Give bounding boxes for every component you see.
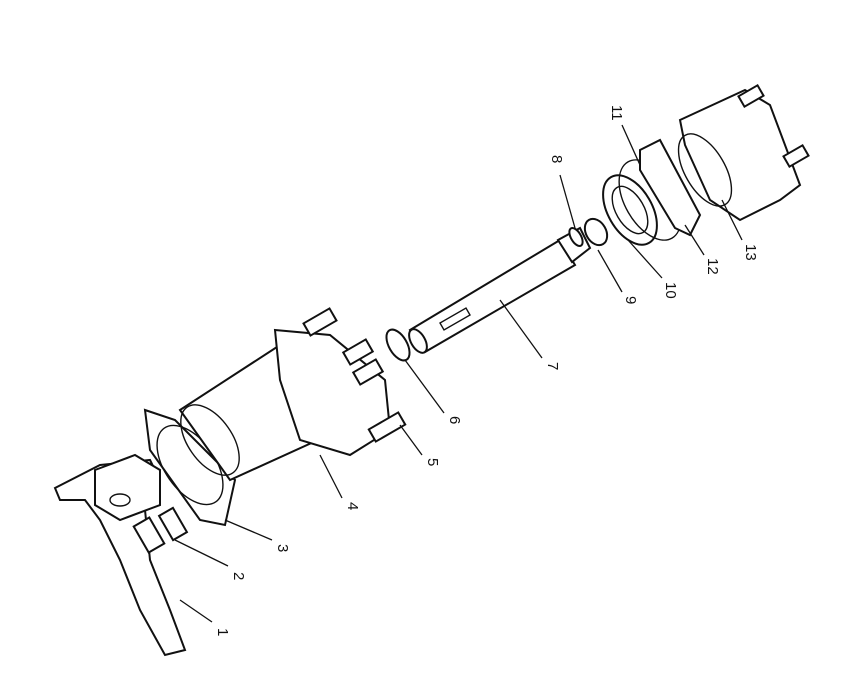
part-1-shift-fork <box>53 453 187 657</box>
callout-8: 8 <box>548 155 565 163</box>
callout-7: 7 <box>544 362 561 370</box>
part-12-gasket <box>639 138 702 237</box>
callout-2: 2 <box>230 572 247 580</box>
callout-3: 3 <box>274 544 291 552</box>
callout-5: 5 <box>424 458 441 466</box>
part-8-snap-ring <box>568 226 584 248</box>
callout-10: 10 <box>662 282 679 299</box>
part-5-bolt <box>367 411 407 443</box>
part-4-cylinder-housing <box>178 307 392 482</box>
leader-lines <box>174 124 743 623</box>
callout-13: 13 <box>742 244 759 261</box>
callout-6: 6 <box>446 416 463 424</box>
part-13-cover <box>677 83 810 222</box>
callout-4: 4 <box>344 502 361 510</box>
callout-11: 11 <box>608 105 625 121</box>
callout-1: 1 <box>214 628 231 636</box>
part-6-o-ring <box>385 328 411 362</box>
part-9-nut <box>583 217 609 247</box>
callout-9: 9 <box>622 296 639 304</box>
callout-12: 12 <box>704 258 721 275</box>
part-2-bolts <box>132 506 189 554</box>
part-10-piston <box>602 174 658 246</box>
part-7-shaft <box>408 226 592 354</box>
